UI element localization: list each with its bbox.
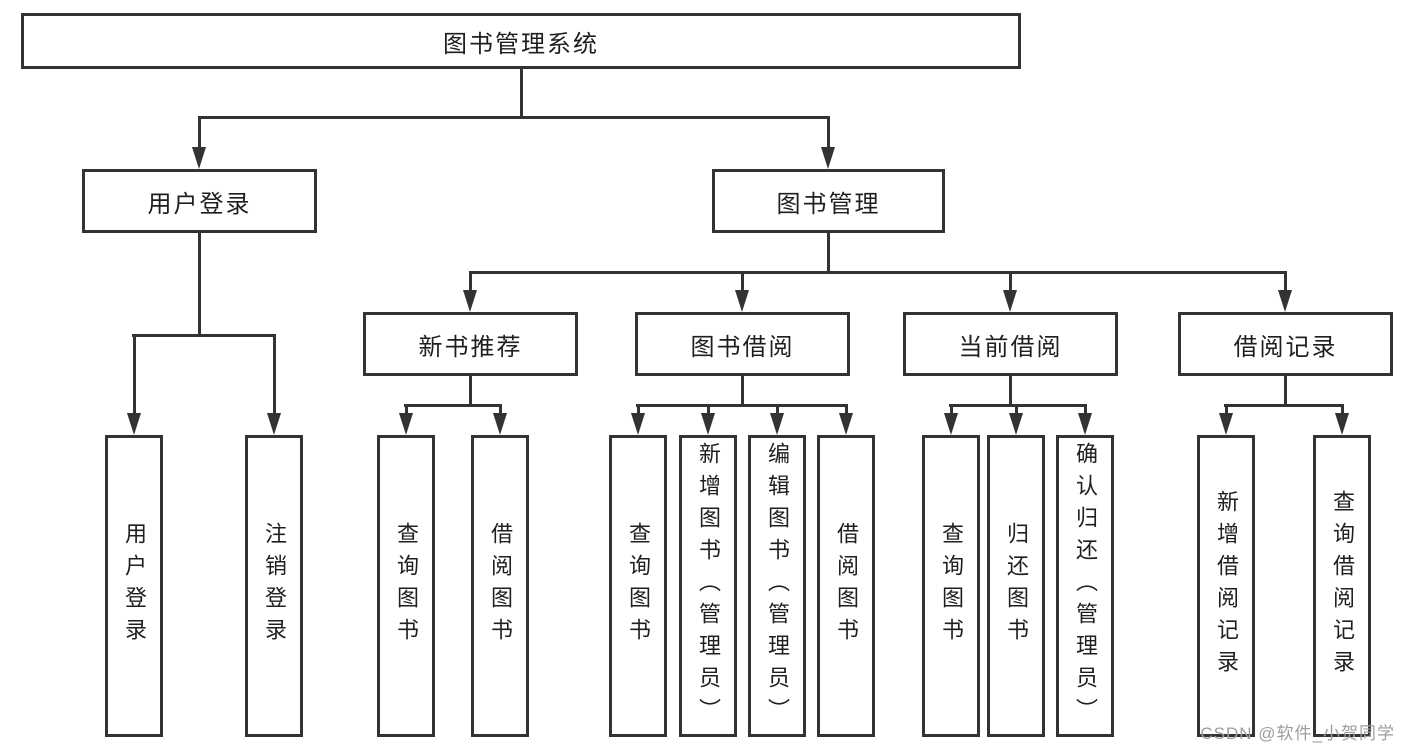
- leaf-confirm-return-admin: 确认归还（管理员）: [1056, 435, 1114, 737]
- arrow-down-icon: [1278, 290, 1292, 312]
- connector-hline: [404, 404, 502, 407]
- connector-vline: [637, 404, 640, 420]
- node-label: 图书管理: [776, 190, 881, 218]
- leaf-return-book: 归还图书: [987, 435, 1045, 737]
- leaf-label: 查询图书: [394, 522, 419, 650]
- leaf-label: 确认归还（管理员）: [1073, 442, 1098, 730]
- leaf-label: 注销登录: [262, 522, 287, 650]
- leaf-add-borrow-record: 新增借阅记录: [1197, 435, 1255, 737]
- node-new-book-recommend: 新书推荐: [363, 312, 578, 376]
- leaf-user-login: 用户登录: [105, 435, 163, 737]
- node-book-borrow: 图书借阅: [635, 312, 850, 376]
- node-user-login: 用户登录: [82, 169, 317, 233]
- connector-vline: [776, 404, 779, 420]
- leaf-label: 新增借阅记录: [1214, 490, 1239, 682]
- connector-hline: [1224, 404, 1344, 407]
- arrow-down-icon: [1335, 413, 1349, 435]
- node-label: 当前借阅: [958, 333, 1063, 361]
- connector-hline: [132, 334, 276, 337]
- arrow-down-icon: [631, 413, 645, 435]
- connector-vline: [273, 334, 276, 418]
- node-book-management: 图书管理: [712, 169, 945, 233]
- arrow-down-icon: [1009, 413, 1023, 435]
- node-label: 用户登录: [147, 190, 252, 218]
- connector-vline: [1225, 404, 1228, 420]
- connector-vline: [198, 116, 201, 150]
- leaf-label: 归还图书: [1004, 522, 1029, 650]
- connector-hline: [469, 271, 1287, 274]
- connector-vline: [741, 271, 744, 294]
- leaf-label: 查询借阅记录: [1330, 490, 1355, 682]
- arrow-down-icon: [735, 290, 749, 312]
- connector-vline: [845, 404, 848, 420]
- arrow-down-icon: [701, 413, 715, 435]
- leaf-label: 借阅图书: [834, 522, 859, 650]
- arrow-down-icon: [493, 413, 507, 435]
- connector-vline: [1341, 404, 1344, 420]
- arrow-down-icon: [1003, 290, 1017, 312]
- leaf-add-book-admin: 新增图书（管理员）: [679, 435, 737, 737]
- arrow-down-icon: [839, 413, 853, 435]
- leaf-label: 用户登录: [122, 522, 147, 650]
- connector-vline: [499, 404, 502, 420]
- connector-vline: [520, 69, 523, 119]
- connector-vline: [1284, 271, 1287, 294]
- leaf-label: 新增图书（管理员）: [696, 442, 721, 730]
- connector-vline: [1284, 376, 1287, 407]
- leaf-query-books-recommend: 查询图书: [377, 435, 435, 737]
- leaf-label: 查询图书: [939, 522, 964, 650]
- arrow-down-icon: [821, 147, 835, 169]
- arrow-down-icon: [127, 413, 141, 435]
- connector-vline: [1009, 271, 1012, 294]
- arrow-down-icon: [1078, 413, 1092, 435]
- connector-vline: [469, 271, 472, 294]
- connector-vline: [133, 334, 136, 418]
- leaf-query-borrow-record: 查询借阅记录: [1313, 435, 1371, 737]
- leaf-label: 查询图书: [626, 522, 651, 650]
- leaf-edit-book-admin: 编辑图书（管理员）: [748, 435, 806, 737]
- connector-vline: [1084, 404, 1087, 420]
- arrow-down-icon: [1219, 413, 1233, 435]
- leaf-borrow-books: 借阅图书: [817, 435, 875, 737]
- arrow-down-icon: [399, 413, 413, 435]
- leaf-logout-login: 注销登录: [245, 435, 303, 737]
- connector-vline: [827, 116, 830, 150]
- csdn-watermark: CSDN @软件_小贺同学: [1200, 724, 1395, 743]
- connector-vline: [1015, 404, 1018, 420]
- connector-hline: [198, 116, 830, 119]
- connector-vline: [950, 404, 953, 420]
- connector-vline: [405, 404, 408, 420]
- node-label: 新书推荐: [418, 333, 523, 361]
- connector-vline: [198, 233, 201, 336]
- arrow-down-icon: [192, 147, 206, 169]
- arrow-down-icon: [267, 413, 281, 435]
- node-label: 图书管理系统: [443, 30, 599, 58]
- leaf-query-books-current: 查询图书: [922, 435, 980, 737]
- connector-vline: [707, 404, 710, 420]
- leaf-borrow-books-recommend: 借阅图书: [471, 435, 529, 737]
- leaf-query-books-borrow: 查询图书: [609, 435, 667, 737]
- node-label: 图书借阅: [690, 333, 795, 361]
- node-current-borrow: 当前借阅: [903, 312, 1118, 376]
- node-root-library-system: 图书管理系统: [21, 13, 1021, 69]
- node-label: 借阅记录: [1233, 333, 1338, 361]
- connector-hline: [636, 404, 848, 407]
- node-borrow-records: 借阅记录: [1178, 312, 1393, 376]
- arrow-down-icon: [463, 290, 477, 312]
- connector-vline: [741, 376, 744, 407]
- arrow-down-icon: [944, 413, 958, 435]
- leaf-label: 借阅图书: [488, 522, 513, 650]
- connector-vline: [827, 233, 830, 274]
- connector-vline: [469, 376, 472, 407]
- leaf-label: 编辑图书（管理员）: [765, 442, 790, 730]
- connector-vline: [1009, 376, 1012, 407]
- arrow-down-icon: [770, 413, 784, 435]
- connector-hline: [949, 404, 1087, 407]
